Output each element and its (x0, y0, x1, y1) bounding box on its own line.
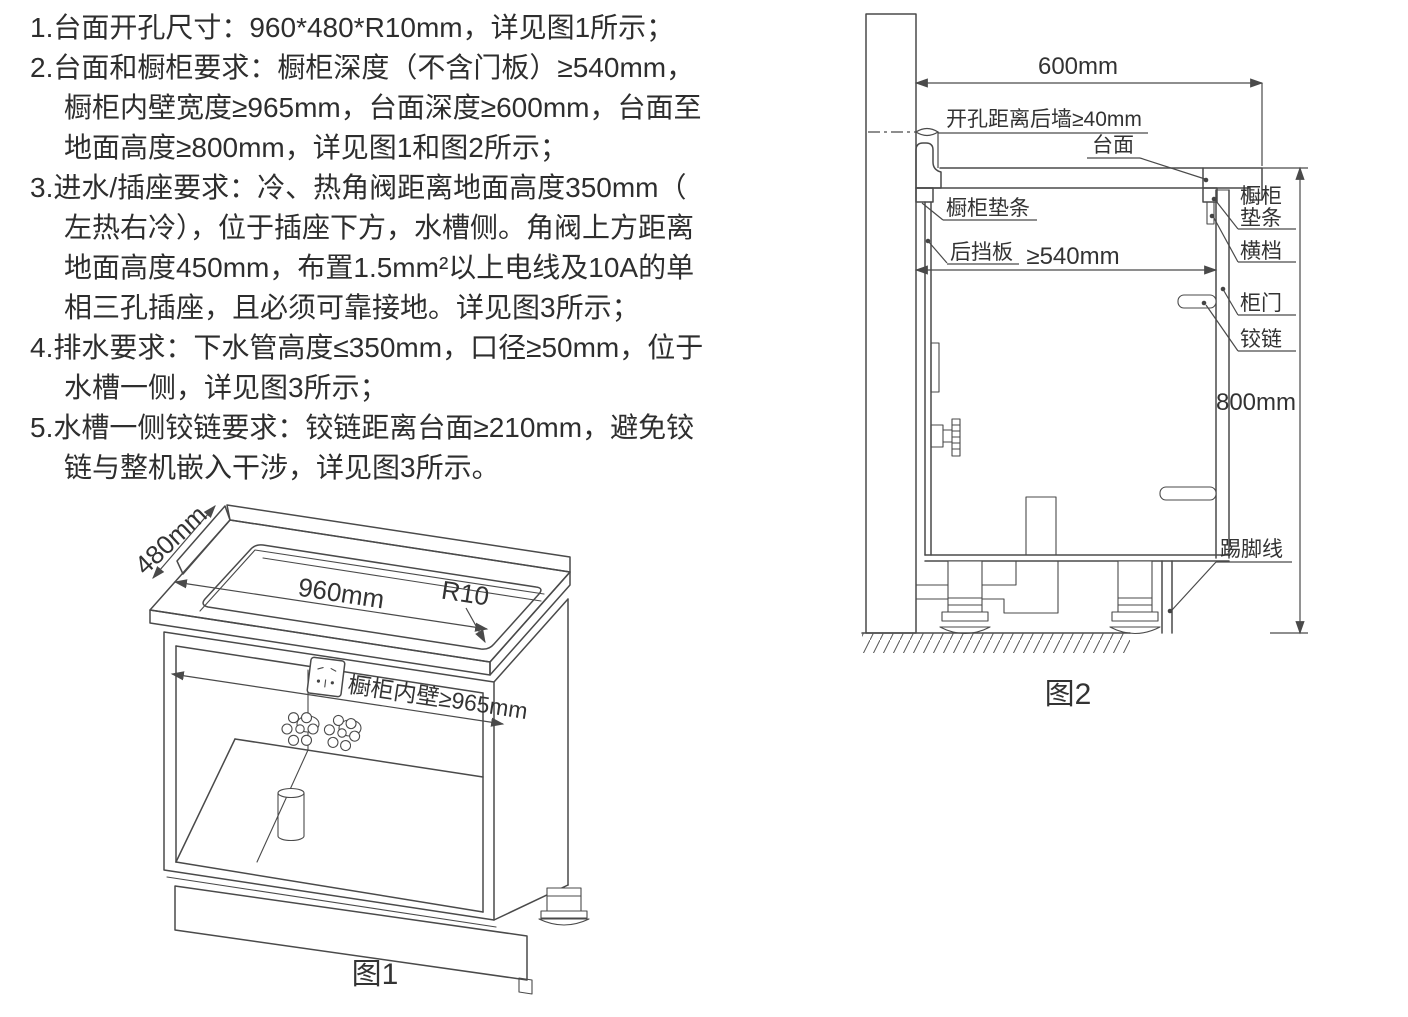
figure2-caption: 图2 (1045, 678, 1092, 711)
instruction-line: 3.进水/插座要求：冷、热角阀距离地面高度350mm（ (30, 172, 687, 203)
fig1-dim-480: 480mm (129, 499, 213, 580)
instruction-line: 地面高度≥800mm，详见图1和图2所示； (64, 132, 568, 163)
hinge-top-icon (1177, 294, 1217, 309)
fig2-label-countertop: 台面 (1092, 134, 1134, 157)
fig2-dim-600: 600mm (1038, 53, 1118, 80)
fig2-label-crossbar: 横档 (1240, 240, 1282, 263)
fig2-label-kick-line: 踢脚线 (1220, 538, 1283, 561)
fig2-label-back-panel: 后挡板 (950, 241, 1013, 264)
fig1-dim-r10: R10 (440, 575, 492, 612)
figure1-drawing: 480mm 960mm R10 橱柜内壁≥965mm 图1 (95, 492, 695, 1017)
fig1-dim-960: 960mm (296, 572, 386, 615)
fig2-label-hole-to-wall: 开孔距离后墙≥40mm (946, 108, 1142, 131)
fig2-label-door: 柜门 (1240, 292, 1282, 315)
cabinet-foot-icon (939, 560, 991, 635)
instruction-line: 链与整机嵌入干涉，详见图3所示。 (64, 452, 500, 483)
figure2-svg: 600mm 开孔距离后墙≥40mm 台面 橱柜垫条 后挡板 ≥540mm (861, 13, 1308, 711)
power-socket-icon (306, 656, 346, 698)
instruction-line: 左热右冷），位于插座下方，水槽侧。角阀上方距离 (64, 212, 695, 243)
fig2-label-pad-left: 橱柜垫条 (946, 197, 1030, 220)
figure1-caption: 图1 (352, 958, 399, 991)
floor-hatch-icon (862, 633, 1130, 653)
figure1-svg: 480mm 960mm R10 橱柜内壁≥965mm 图1 (129, 499, 590, 995)
hinge-bottom-icon (1159, 486, 1217, 501)
angle-valve-icon (323, 714, 362, 752)
cutout-opening-icon (202, 544, 542, 650)
fig2-label-hinge: 铰链 (1240, 328, 1282, 351)
instruction-line: 5.水槽一侧铰链要求：铰链距离台面≥210mm，避免铰 (30, 412, 695, 443)
instruction-line: 橱柜内壁宽度≥965mm，台面深度≥600mm，台面至 (64, 92, 702, 123)
instruction-line: 2.台面和橱柜要求：橱柜深度（不含门板）≥540mm， (30, 52, 695, 83)
fig2-dim-540: ≥540mm (1026, 243, 1119, 270)
fig1-dim-inner-width: 橱柜内壁≥965mm (346, 671, 529, 724)
instruction-line: 4.排水要求：下水管高度≤350mm，口径≥50mm，位于 (30, 332, 704, 363)
fig2-label-pad-right-2: 垫条 (1240, 207, 1282, 230)
cabinet-section-icon (915, 189, 1230, 635)
crossbar-icon (1206, 201, 1215, 225)
cabinet-foot-icon (538, 887, 590, 926)
figure2-drawing: 600mm 开孔距离后墙≥40mm 台面 橱柜垫条 后挡板 ≥540mm (860, 0, 1408, 720)
brick-wall-icon (865, 13, 917, 634)
instruction-line: 相三孔插座，且必须可靠接地。详见图3所示； (64, 292, 640, 323)
fig2-label-pad-right-1: 橱柜 (1240, 185, 1282, 208)
angle-valve-icon (281, 712, 320, 746)
cabinet-foot-icon (1109, 560, 1161, 635)
figure2-dimensions: 600mm 开孔距离后墙≥40mm 台面 橱柜垫条 后挡板 ≥540mm (868, 53, 1308, 635)
instruction-line: 地面高度450mm，布置1.5mm²以上电线及10A的单 (64, 252, 695, 283)
instruction-line: 水槽一侧，详见图3所示； (64, 372, 388, 403)
valve-icon (930, 418, 961, 457)
fig2-dim-800: 800mm (1216, 389, 1296, 416)
backsplash-icon (915, 142, 942, 189)
instruction-line: 1.台面开孔尺寸：960*480*R10mm，详见图1所示； (30, 12, 675, 43)
instruction-text: 1.台面开孔尺寸：960*480*R10mm，详见图1所示； 2.台面和橱柜要求：… (30, 8, 830, 488)
pad-strip-left-icon (915, 187, 934, 203)
countertop-section-icon (915, 142, 1263, 203)
drain-pipe-icon (277, 787, 305, 842)
